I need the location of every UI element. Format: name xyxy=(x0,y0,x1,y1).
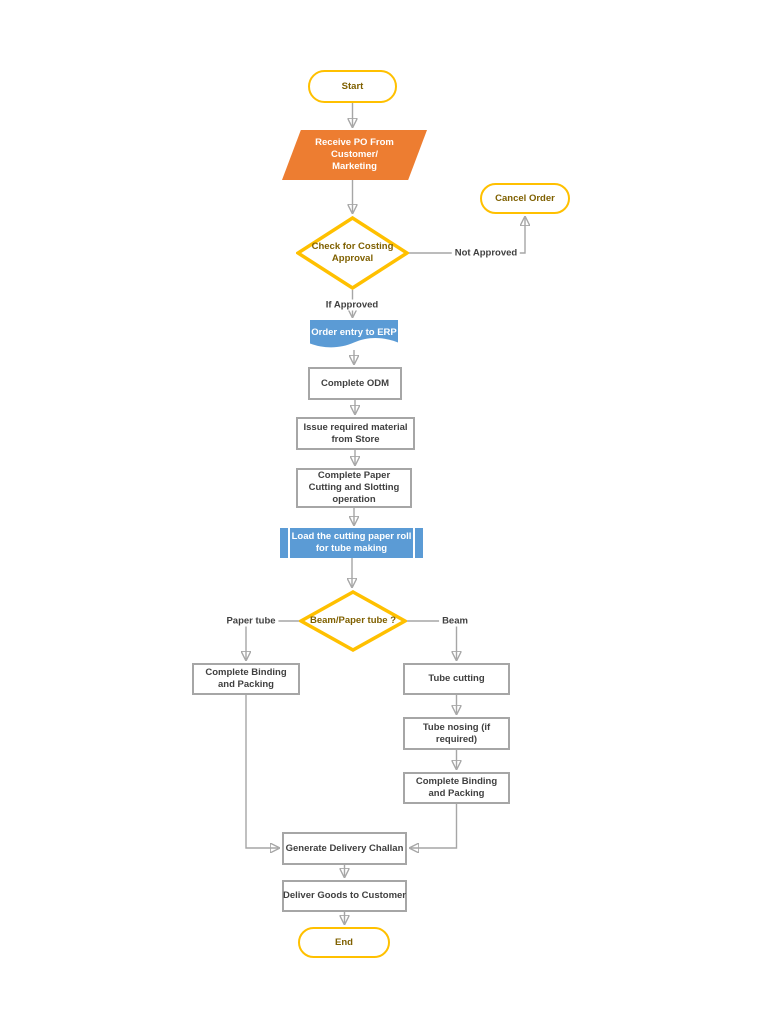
paper-cutting-label: Complete Paper Cutting and Slotting oper… xyxy=(308,470,400,505)
document-shape xyxy=(310,320,398,348)
end-terminator: End xyxy=(298,927,390,958)
tube-cutting-label: Tube cutting xyxy=(428,673,485,685)
issue-material-label: Issue required material from Store xyxy=(303,421,408,445)
binding-packing-right-process: Complete Binding and Packing xyxy=(403,772,510,804)
tube-nosing-process: Tube nosing (if required) xyxy=(403,717,510,750)
edge-label-if-approved: If Approved xyxy=(322,299,382,311)
deliver-goods-label: Deliver Goods to Customer xyxy=(283,890,406,902)
start-terminator: Start xyxy=(308,70,397,103)
order-entry-erp-document: Order entry to ERP xyxy=(310,320,398,351)
edge-label-paper-tube: Paper tube xyxy=(223,615,279,627)
generate-challan-process: Generate Delivery Challan xyxy=(282,832,407,865)
edge-bindingright-challan xyxy=(411,804,458,848)
load-roll-predefined-process: Load the cutting paper roll for tube mak… xyxy=(280,528,423,558)
complete-odm-process: Complete ODM xyxy=(308,367,402,400)
edge-decision2-bindingleft xyxy=(246,620,300,659)
tube-nosing-label: Tube nosing (if required) xyxy=(422,721,491,745)
beam-papertube-decision: Beam/Paper tube ? xyxy=(299,590,407,652)
edge-label-beam: Beam xyxy=(439,615,471,627)
edge-bindingleft-challan xyxy=(245,695,278,848)
predef-left-bar xyxy=(280,528,288,558)
check-costing-label: Check for Costing Approval xyxy=(311,241,394,264)
diamond-shape xyxy=(299,590,407,652)
diamond-shape xyxy=(296,216,409,290)
beam-papertube-label: Beam/Paper tube ? xyxy=(309,615,397,627)
load-roll-label: Load the cutting paper roll for tube mak… xyxy=(291,531,412,554)
predef-right-bar xyxy=(415,528,423,558)
generate-challan-label: Generate Delivery Challan xyxy=(285,842,404,854)
order-entry-erp-label: Order entry to ERP xyxy=(311,327,397,339)
cancel-order-label: Cancel Order xyxy=(495,192,555,204)
binding-packing-right-label: Complete Binding and Packing xyxy=(415,776,498,799)
cancel-order-terminator: Cancel Order xyxy=(480,183,570,214)
receive-po-input: Receive PO From Customer/ Marketing xyxy=(282,130,427,180)
edge-label-not-approved: Not Approved xyxy=(451,247,521,259)
paper-cutting-process: Complete Paper Cutting and Slotting oper… xyxy=(296,468,412,508)
receive-po-label: Receive PO From Customer/ Marketing xyxy=(315,137,394,172)
binding-packing-left-process: Complete Binding and Packing xyxy=(192,663,300,695)
binding-packing-left-label: Complete Binding and Packing xyxy=(205,667,287,690)
issue-material-process: Issue required material from Store xyxy=(296,417,415,450)
deliver-goods-process: Deliver Goods to Customer xyxy=(282,880,407,912)
edge-decision2-tubecutting xyxy=(407,620,457,659)
tube-cutting-process: Tube cutting xyxy=(403,663,510,695)
start-label: Start xyxy=(341,80,364,92)
check-costing-decision: Check for Costing Approval xyxy=(296,216,409,290)
complete-odm-label: Complete ODM xyxy=(320,377,390,389)
predef-body: Load the cutting paper roll for tube mak… xyxy=(290,528,413,558)
end-label: End xyxy=(335,936,353,948)
